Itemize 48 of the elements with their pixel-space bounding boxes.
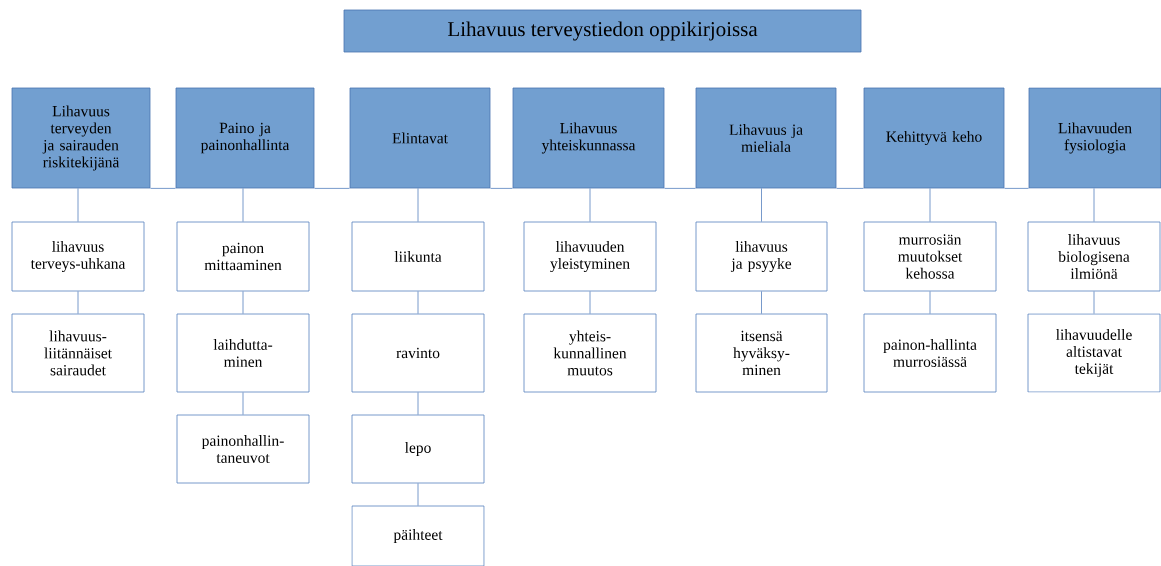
topic-box: lihavuus ja psyyke — [695, 221, 828, 292]
topic-box: lihavuuden yleistyminen — [523, 221, 657, 292]
connector-line — [150, 188, 176, 189]
connector-line — [664, 188, 696, 189]
topic-box: lihavuudelle altistavat tekijät — [1027, 313, 1161, 393]
topic-box: painonhallin-taneuvot — [176, 414, 310, 484]
topic-box: painon-hallinta murrosiässä — [863, 313, 997, 393]
title-box: Lihavuus terveystiedon oppikirjoissa — [343, 9, 862, 53]
connector-line — [589, 188, 591, 222]
connector-line — [77, 291, 79, 314]
topic-box: itsensä hyväksy-minen — [695, 313, 828, 393]
category-box: Lihavuus ja mieliala — [695, 87, 837, 189]
connector-line — [314, 188, 350, 189]
category-box: Elintavat — [349, 87, 491, 189]
topic-box: yhteis-kunnallinen muutos — [523, 313, 657, 393]
connector-line — [242, 392, 244, 415]
connector-line — [417, 291, 419, 314]
connector-line — [77, 188, 79, 222]
category-box: Kehittyvä keho — [863, 87, 1005, 189]
topic-box: painon mittaaminen — [176, 221, 310, 292]
category-box: Lihavuus yhteiskunnassa — [512, 87, 665, 189]
topic-box: liikunta — [351, 221, 485, 292]
topic-box: ravinto — [351, 313, 485, 393]
category-box: Paino ja painonhallinta — [175, 87, 315, 189]
connector-line — [417, 188, 419, 222]
topic-box: päihteet — [351, 505, 485, 566]
connector-line — [589, 291, 591, 314]
topic-box: murrosiän muutokset kehossa — [863, 221, 997, 292]
connector-line — [929, 188, 931, 222]
category-box: Lihavuus terveyden ja sairauden riskitekijänä — [11, 87, 151, 189]
topic-box: laihdutta-minen — [176, 313, 310, 393]
connector-line — [1004, 188, 1029, 189]
connector-line — [1093, 291, 1095, 314]
connector-line — [490, 188, 513, 189]
connector-line — [1093, 188, 1095, 222]
topic-box: lepo — [351, 414, 485, 484]
connector-line — [242, 291, 244, 314]
topic-box: lihavuus terveys-uhkana — [11, 221, 145, 292]
connector-line — [761, 188, 762, 222]
category-box: Lihavuuden fysiologia — [1028, 87, 1161, 189]
connector-line — [761, 291, 762, 314]
topic-box: lihavuus biologisena ilmiönä — [1027, 221, 1161, 292]
connector-line — [417, 483, 419, 506]
connector-line — [836, 188, 864, 189]
connector-line — [417, 392, 419, 415]
connector-line — [242, 188, 244, 222]
connector-line — [929, 291, 931, 314]
topic-box: lihavuus-liitännäiset sairaudet — [11, 313, 145, 393]
